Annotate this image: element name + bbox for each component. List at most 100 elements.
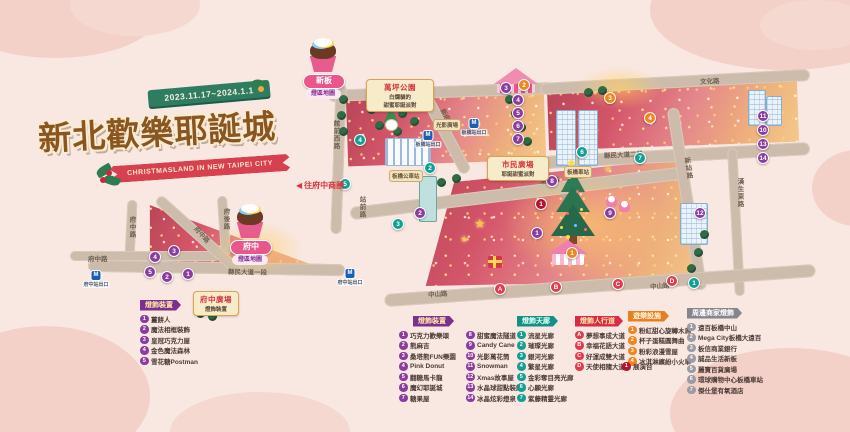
legend-item-label: 杯子蛋糕圓舞曲 <box>639 338 685 346</box>
banqiao-station-tower <box>556 110 576 166</box>
map-marker-orange-1: 1 <box>566 247 578 259</box>
legend-item-number: 5 <box>140 356 149 365</box>
legend-item-label: 粉紅甜心旋轉木馬 <box>639 327 691 335</box>
map-marker-orange-4: 4 <box>644 112 656 124</box>
legend-header: 燈飾天廊 <box>517 316 558 327</box>
legend-header: 周邊商家燈飾 <box>687 308 742 319</box>
area-badge-name: 新板 <box>303 74 345 89</box>
legend-item-label: 天使相隨大道 <box>586 364 625 372</box>
legend-item-number: 6 <box>399 383 408 392</box>
map-marker-teal-2: 2 <box>424 162 436 174</box>
legend-item-number: 1 <box>687 322 696 331</box>
legend-item-number: 11 <box>466 362 475 371</box>
legend-header: 遊樂設施 <box>628 311 669 322</box>
map-marker-stage-1: 1 <box>535 198 547 210</box>
map-marker-teal-1: 1 <box>688 277 700 289</box>
map-marker-redletter-A: A <box>494 283 506 295</box>
map-marker-purple-2: 2 <box>414 207 426 219</box>
road <box>330 83 347 235</box>
map-marker-redletter-B: B <box>550 281 562 293</box>
metro-icon: M <box>468 118 480 129</box>
map-marker-purple-1: 1 <box>531 227 543 239</box>
metro-exit-label: 板橋站出口 <box>460 129 488 136</box>
road-name-label: 文化路 <box>699 77 720 86</box>
map-marker-purple-11: 11 <box>757 110 769 122</box>
legend-item-label: 薑餅人 <box>151 316 171 324</box>
map-marker-purple-8: 8 <box>546 175 558 187</box>
map-marker-purple-4: 4 <box>512 94 524 106</box>
tree-light <box>576 190 579 193</box>
tree-star-icon: ★ <box>566 156 577 170</box>
map-marker-orange-2: 2 <box>518 79 530 91</box>
place-subtitle: 白爛貓的 <box>388 95 411 101</box>
legend-item-number: 4 <box>517 362 526 371</box>
tree-icon <box>505 95 514 104</box>
tree-icon <box>375 121 384 130</box>
legend-item-label: 糖果屋 <box>410 395 430 403</box>
metro-icon: M <box>344 268 356 279</box>
legend-item-label: 桑塔熊FUN樂園 <box>410 353 456 361</box>
legend-item-number: 2 <box>687 333 696 342</box>
legend-item-number: 3 <box>517 351 526 360</box>
road-name-label: 館前西路 <box>332 120 339 150</box>
legend-item-label: 魔法相框裝飾 <box>151 327 190 335</box>
place-label-box: 府中廣場燈飾裝置 <box>193 291 239 316</box>
road-name-label: 府中路 <box>128 216 135 239</box>
event-title: 新北歡樂耶誕城 <box>37 107 277 158</box>
office-building <box>766 96 782 126</box>
area-badge-sub: 燈區地圖 <box>305 89 341 99</box>
map-marker-redletter-D: D <box>666 275 678 287</box>
legend-item-label: 傑仕堡有氧酒店 <box>698 387 744 395</box>
legend-item-label: Snowman <box>477 362 508 370</box>
legend-item-label: 好運成雙大道 <box>586 353 625 361</box>
place-label: 板橋公車站 <box>389 170 423 182</box>
light-glow <box>560 58 680 118</box>
legend-item-number: 4 <box>687 354 696 363</box>
map-marker-fuzhong-5: 5 <box>144 266 156 278</box>
legend-item-number: 3 <box>140 335 149 344</box>
cupcake-icon <box>314 38 332 47</box>
arrow-left-icon: ◀ <box>296 181 303 190</box>
legend-item-label: 遠百板橋中山 <box>698 324 737 332</box>
legend-item-number: A <box>575 330 584 339</box>
legend-item-number: 4 <box>628 357 637 366</box>
map-marker-purple-3: 3 <box>500 82 512 94</box>
legend-item-number: 1 <box>628 325 637 334</box>
metro-exit-label: 府中站出口 <box>82 281 110 288</box>
road-name-label: 漢生東路 <box>736 178 743 208</box>
tree-light <box>584 228 587 231</box>
legend-item-label: 璀璨光廊 <box>528 343 554 351</box>
road-name-label: 中山路 <box>427 290 448 299</box>
tree-icon <box>598 86 607 95</box>
cupcake-decor <box>606 196 617 207</box>
legend-item-label: 紫藤精靈光廊 <box>528 395 567 403</box>
cupcake-decor <box>619 201 630 212</box>
legend-item-label: 繁星光廊 <box>528 364 554 372</box>
legend-item-label: 展演台 <box>633 364 653 372</box>
